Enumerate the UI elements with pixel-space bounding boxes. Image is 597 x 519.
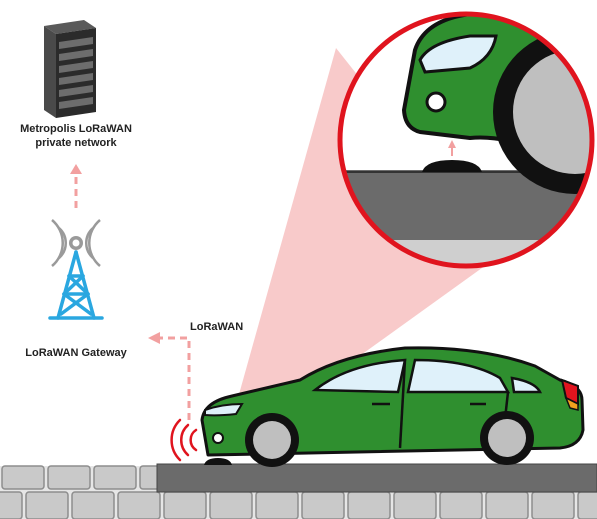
network-label-line2: private network [35, 137, 117, 149]
parking-sensor-icon [204, 458, 232, 465]
car-icon [200, 346, 585, 467]
server-icon [44, 20, 96, 118]
antenna-tower-icon [48, 219, 104, 320]
signal-waves-icon [170, 418, 198, 462]
gateway-label: LoRaWAN Gateway [25, 347, 127, 359]
zoom-beam [222, 48, 500, 455]
uplink-arrow [70, 164, 82, 208]
link-label: LoRaWAN [190, 321, 244, 333]
road [156, 463, 597, 493]
network-label-line1: Metropolis LoRaWAN [20, 123, 132, 135]
network-label: Metropolis LoRaWAN private network [8, 122, 144, 150]
lorawan-link-arrow [148, 332, 191, 420]
